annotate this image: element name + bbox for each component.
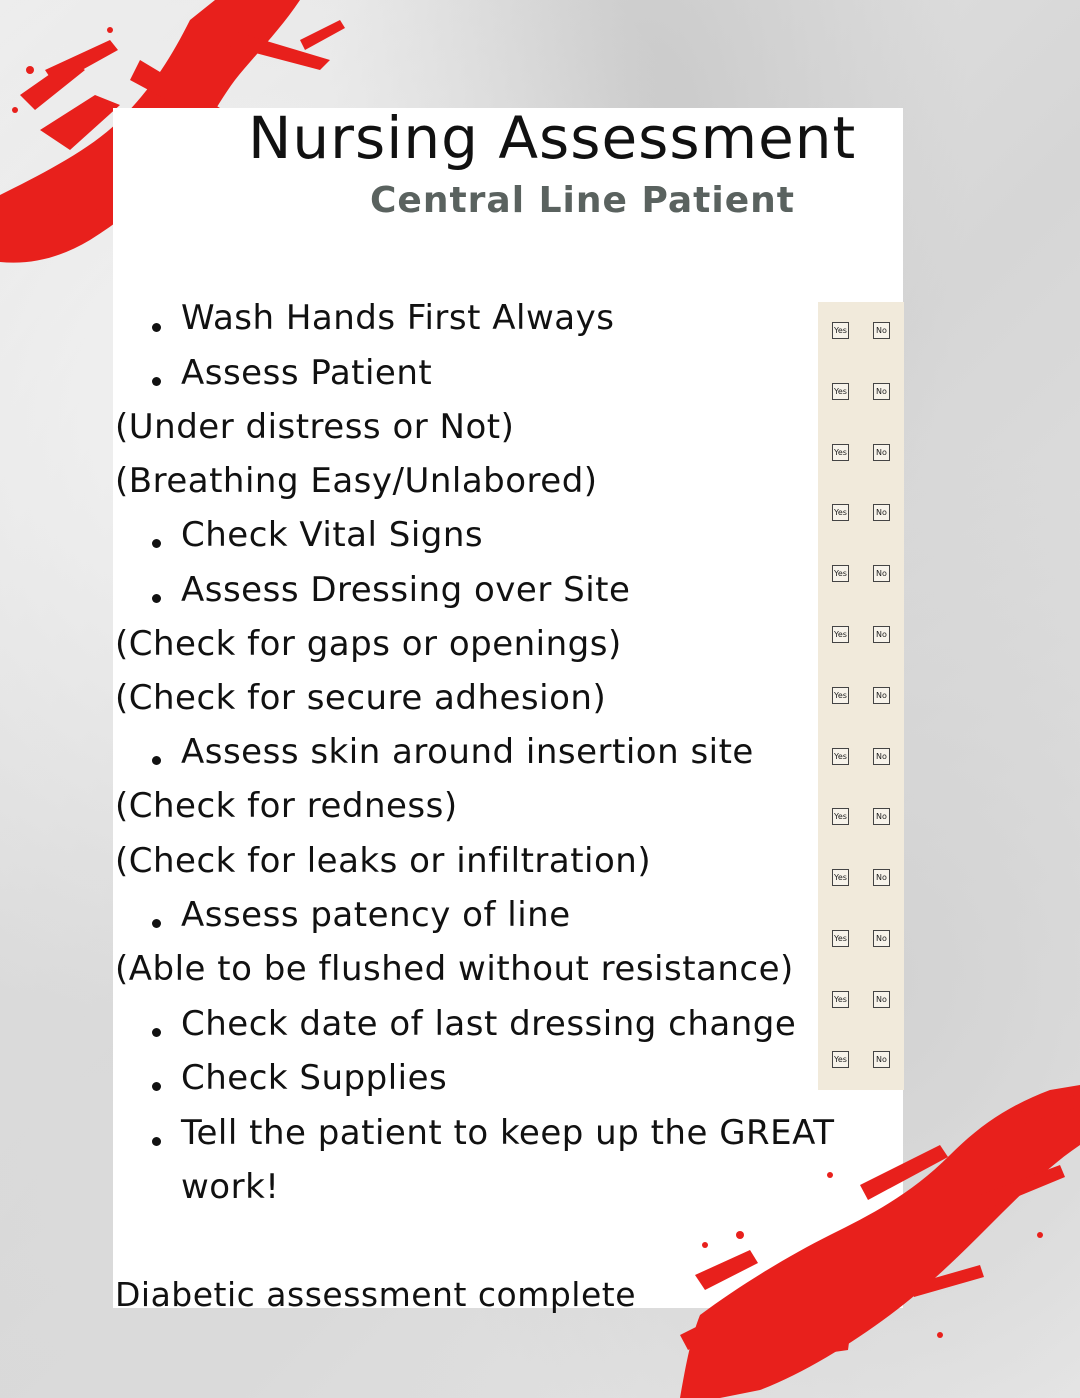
no-checkbox[interactable]: No — [873, 565, 890, 582]
checklist-subitem: (Check for gaps or openings) — [115, 624, 622, 664]
yes-checkbox[interactable]: Yes — [832, 565, 849, 582]
yes-checkbox[interactable]: Yes — [832, 869, 849, 886]
checklist-subitem: (Check for redness) — [115, 786, 458, 826]
checkbox-row: Yes No — [818, 545, 904, 605]
checkbox-row: Yes No — [818, 363, 904, 423]
yes-checkbox[interactable]: Yes — [832, 626, 849, 643]
bullet-dot — [152, 377, 161, 386]
checkbox-row: Yes No — [818, 849, 904, 909]
checklist-item: Assess Dressing over Site — [181, 570, 631, 610]
yes-checkbox[interactable]: Yes — [832, 1051, 849, 1068]
yes-checkbox[interactable]: Yes — [832, 504, 849, 521]
bullet-dot — [152, 1028, 161, 1037]
checkbox-row: Yes No — [818, 1031, 904, 1091]
document-panel — [113, 108, 903, 1308]
yes-checkbox[interactable]: Yes — [832, 383, 849, 400]
no-checkbox[interactable]: No — [873, 504, 890, 521]
no-checkbox[interactable]: No — [873, 322, 890, 339]
yes-checkbox[interactable]: Yes — [832, 687, 849, 704]
footer-note: Diabetic assessment complete — [115, 1275, 637, 1314]
checklist-subitem: (Under distress or Not) — [115, 407, 515, 447]
checkbox-row: Yes No — [818, 606, 904, 666]
page-title: Nursing Assessment — [248, 104, 857, 172]
yes-checkbox[interactable]: Yes — [832, 991, 849, 1008]
bullet-dot — [152, 1082, 161, 1091]
checkbox-row: Yes No — [818, 728, 904, 788]
checklist-item: Check Vital Signs — [181, 515, 484, 555]
yes-checkbox[interactable]: Yes — [832, 748, 849, 765]
no-checkbox[interactable]: No — [873, 444, 890, 461]
page-subtitle: Central Line Patient — [370, 180, 795, 221]
checklist-subitem: (Able to be flushed without resistance) — [115, 949, 794, 989]
checklist-item: Wash Hands First Always — [181, 298, 615, 338]
checklist-item-continuation: work! — [181, 1167, 280, 1207]
no-checkbox[interactable]: No — [873, 808, 890, 825]
checkbox-row: Yes No — [818, 484, 904, 544]
checkbox-row: Yes No — [818, 910, 904, 970]
bullet-dot — [152, 594, 161, 603]
no-checkbox[interactable]: No — [873, 930, 890, 947]
bullet-dot — [152, 539, 161, 548]
no-checkbox[interactable]: No — [873, 869, 890, 886]
no-checkbox[interactable]: No — [873, 748, 890, 765]
yes-checkbox[interactable]: Yes — [832, 930, 849, 947]
checkbox-row: Yes No — [818, 788, 904, 848]
checklist-item: Check date of last dressing change — [181, 1004, 797, 1044]
no-checkbox[interactable]: No — [873, 687, 890, 704]
checklist-subitem: (Check for secure adhesion) — [115, 678, 607, 718]
checklist-item: Assess Patient — [181, 353, 433, 393]
bullet-dot — [152, 323, 161, 332]
yes-checkbox[interactable]: Yes — [832, 322, 849, 339]
bullet-dot — [152, 919, 161, 928]
checklist-item: Assess skin around insertion site — [181, 732, 754, 772]
checklist-item: Assess patency of line — [181, 895, 571, 935]
no-checkbox[interactable]: No — [873, 383, 890, 400]
checkbox-row: Yes No — [818, 971, 904, 1031]
red-paint-splash-bottom-right — [680, 1085, 1080, 1398]
yes-checkbox[interactable]: Yes — [832, 444, 849, 461]
checkbox-row: Yes No — [818, 302, 904, 362]
bullet-dot — [152, 1137, 161, 1146]
checklist-subitem: (Breathing Easy/Unlabored) — [115, 461, 598, 501]
no-checkbox[interactable]: No — [873, 626, 890, 643]
checklist-item: Tell the patient to keep up the GREAT — [181, 1113, 835, 1153]
yes-checkbox[interactable]: Yes — [832, 808, 849, 825]
bullet-dot — [152, 756, 161, 765]
checklist-item: Check Supplies — [181, 1058, 448, 1098]
checkbox-row: Yes No — [818, 424, 904, 484]
no-checkbox[interactable]: No — [873, 1051, 890, 1068]
checklist-subitem: (Check for leaks or infiltration) — [115, 841, 652, 881]
checkbox-row: Yes No — [818, 667, 904, 727]
no-checkbox[interactable]: No — [873, 991, 890, 1008]
